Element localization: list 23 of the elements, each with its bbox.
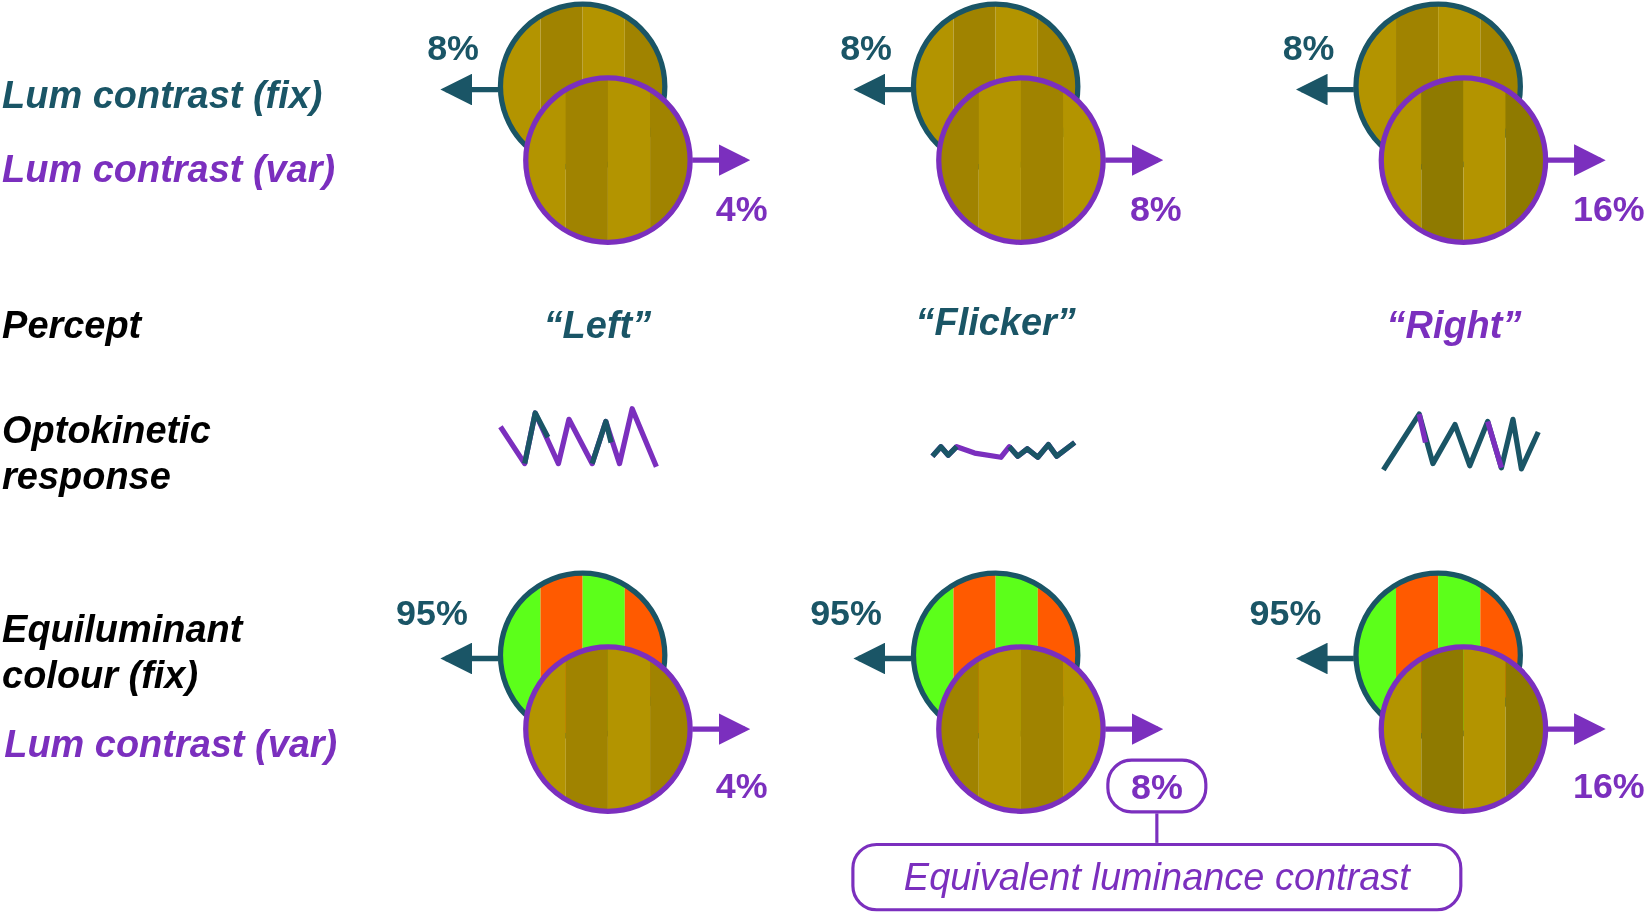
percept-label: “Right”	[1386, 301, 1522, 348]
percept-label: “Flicker”	[915, 299, 1076, 346]
row-label: Percept	[2, 301, 142, 348]
row-label: Lum contrast (var)	[4, 721, 338, 767]
row-label: Optokinetic response	[2, 407, 212, 499]
percentage-label: 16%	[1573, 187, 1645, 231]
percentage-label: 95%	[810, 591, 882, 635]
percentage-label: 8%	[427, 25, 479, 69]
percentage-label: 95%	[1249, 591, 1322, 635]
percentage-label: 8%	[840, 25, 892, 69]
percentage-label: 8%	[1282, 25, 1335, 69]
percept-label: “Left”	[543, 301, 652, 348]
percentage-label: 95%	[396, 591, 468, 635]
value-box: 8%	[1106, 758, 1208, 814]
row-label: Lum contrast (fix)	[2, 72, 323, 118]
percentage-label: 4%	[715, 187, 768, 231]
row-label: Equiluminant colour (fix)	[2, 606, 245, 698]
annotation-box: Equivalent luminance contrast	[851, 842, 1463, 912]
percentage-label: 16%	[1573, 764, 1645, 808]
percentage-label: 4%	[715, 764, 768, 808]
row-label: Lum contrast (var)	[2, 145, 336, 192]
connector-line	[1155, 813, 1159, 843]
percentage-label: 8%	[1129, 187, 1182, 231]
